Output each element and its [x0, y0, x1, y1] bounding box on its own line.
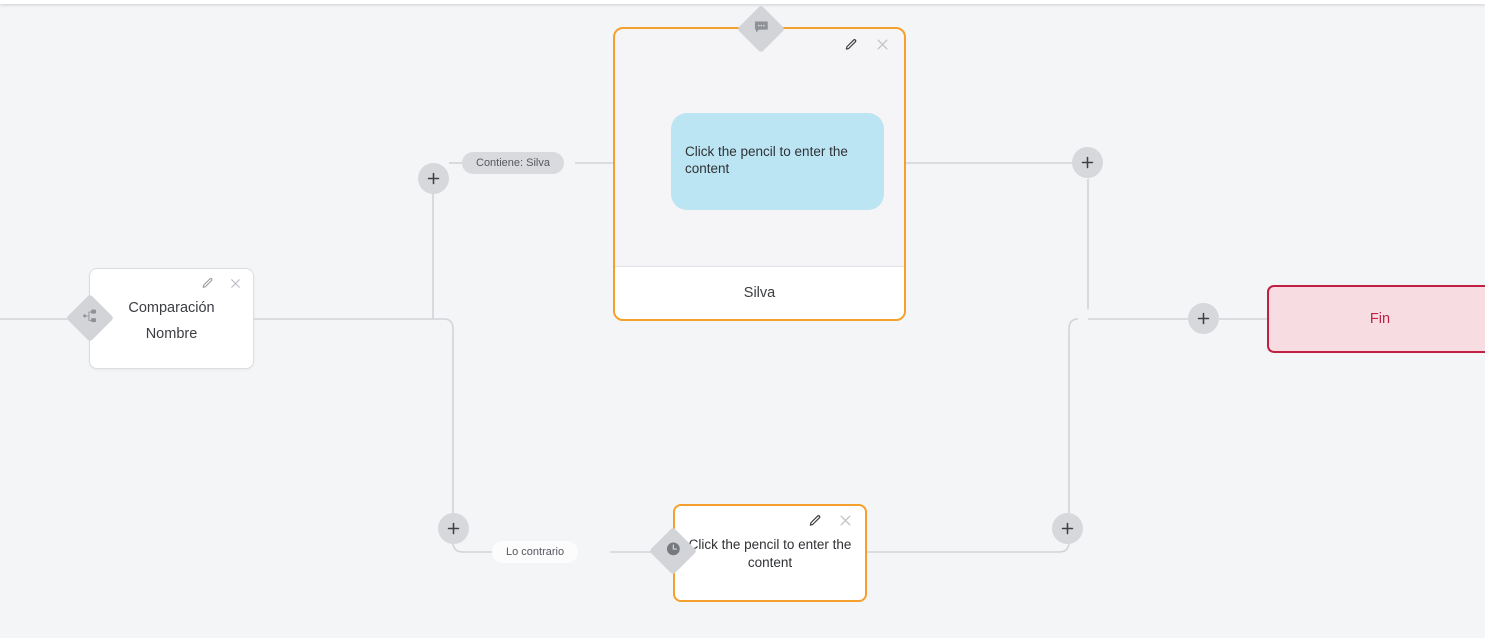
top-edge-strip [0, 0, 1485, 4]
add-node-button-top-left[interactable] [418, 163, 449, 194]
branch-condition-icon [65, 293, 115, 343]
node-message-actions [844, 37, 890, 57]
plus-icon [427, 172, 440, 185]
plus-icon [1061, 522, 1074, 535]
edge-label-contrario[interactable]: Lo contrario [492, 541, 579, 563]
node-timer-text: Click the pencil to enter the content [688, 537, 852, 570]
close-icon[interactable] [838, 513, 853, 533]
node-message-footer: Silva [615, 266, 904, 319]
node-timer-actions [808, 513, 853, 533]
branch-condition-glyph [82, 307, 99, 329]
node-comparacion-title: Comparación [128, 300, 215, 316]
close-icon[interactable] [229, 277, 242, 295]
close-icon[interactable] [875, 37, 890, 57]
pencil-icon[interactable] [844, 38, 858, 57]
pencil-icon[interactable] [808, 514, 822, 533]
node-comparacion-subtitle: Nombre [145, 326, 198, 342]
clock-glyph [665, 540, 682, 562]
plus-icon [1081, 156, 1094, 169]
node-timer[interactable]: Click the pencil to enter the content [673, 504, 867, 602]
add-node-button-fin[interactable] [1188, 303, 1219, 334]
node-fin-label: Fin [1369, 311, 1391, 327]
edge-label-contiene[interactable]: Contiene: Silva [462, 152, 564, 174]
message-bubble-text: Click the pencil to enter the content [685, 144, 848, 176]
clock-icon [648, 526, 698, 576]
pencil-icon[interactable] [201, 277, 214, 295]
node-fin[interactable]: Fin [1267, 285, 1485, 353]
plus-icon [447, 522, 460, 535]
add-node-button-bottom-right[interactable] [1052, 513, 1083, 544]
message-bubble-glyph [753, 18, 770, 40]
message-bubble: Click the pencil to enter the content [671, 113, 884, 210]
add-node-button-top-right[interactable] [1072, 147, 1103, 178]
node-comparacion[interactable]: Comparación Nombre [89, 268, 254, 369]
message-bubble-icon [736, 4, 786, 54]
node-message[interactable]: Click the pencil to enter the content Si… [613, 27, 906, 321]
add-node-button-bottom-left[interactable] [438, 513, 469, 544]
node-comparacion-actions [201, 277, 242, 295]
plus-icon [1197, 312, 1210, 325]
